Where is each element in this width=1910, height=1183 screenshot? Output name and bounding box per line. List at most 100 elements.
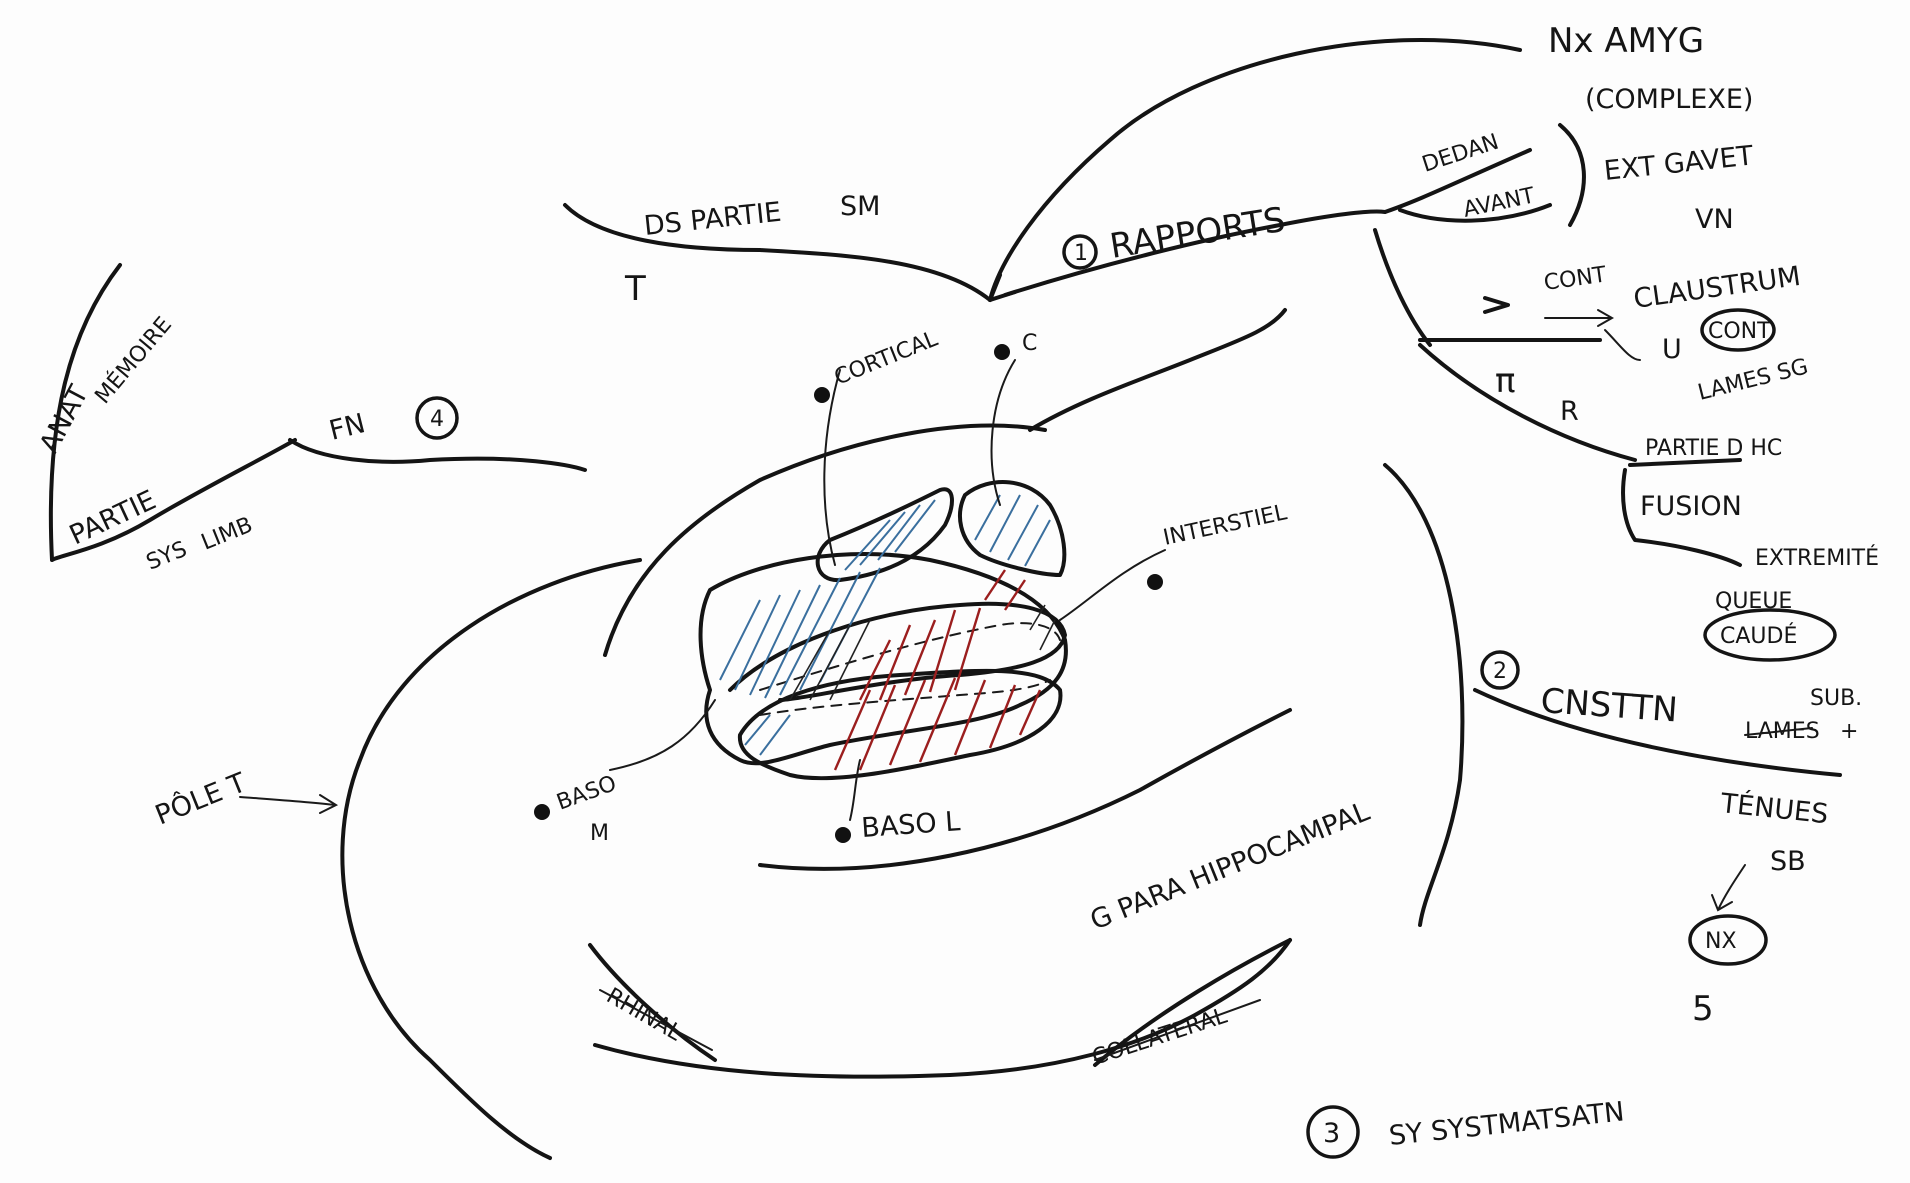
baso-l-dot <box>835 827 851 843</box>
fn-label: FN <box>326 408 368 447</box>
vn-label: VN <box>1695 204 1734 235</box>
constitution-label: CNSTTN <box>1539 681 1679 730</box>
cortical-nucleus-shape <box>815 487 954 583</box>
branches <box>48 38 1842 912</box>
partie-label: PARTIE <box>65 485 161 552</box>
circle-4 <box>415 396 459 440</box>
fn-branch <box>288 438 587 472</box>
caude-circle <box>1703 608 1837 662</box>
sm-label: SM <box>840 191 880 222</box>
r-label: R <box>1560 396 1579 427</box>
anat-branch <box>48 263 297 562</box>
number-circles <box>415 234 1837 1159</box>
sub-label: SUB. <box>1810 686 1862 711</box>
right-outline <box>1383 463 1465 927</box>
baso-m-leader <box>609 699 716 771</box>
partie-line <box>1418 343 1637 462</box>
systematisation-label: SY SYSTMATSATN <box>1387 1096 1625 1152</box>
interstitiel-label: INTERSTIEL <box>1161 500 1290 551</box>
central-dot <box>994 344 1010 360</box>
inner-dashed-line-2 <box>759 679 1051 716</box>
claustrum-label: CLAUSTRUM <box>1632 261 1803 315</box>
rhinal-strike <box>599 989 713 1051</box>
cont-arrow <box>1544 309 1615 327</box>
ext-gavet-label: EXT GAVET <box>1602 140 1755 187</box>
memoire-label: MÉMOIRE <box>90 312 177 409</box>
interstitial-leader <box>1059 549 1166 621</box>
rhinal-sulcus <box>588 943 717 1062</box>
dark-hatching <box>789 604 1056 701</box>
c-label: C <box>1022 331 1037 356</box>
caude-label: CAUDÉ <box>1720 623 1797 649</box>
constitution-branch <box>1473 688 1842 777</box>
fusion-box <box>1621 468 1742 567</box>
basal-nucleus-shape <box>728 601 1067 702</box>
pole-t-label: PÔLE T <box>151 766 251 831</box>
blue-hatching <box>719 494 1051 756</box>
pi-label: π <box>1495 361 1515 401</box>
basomedial-nucleus-shape <box>737 668 1063 781</box>
avant-branch <box>1398 203 1552 223</box>
g-para-label: G PARA HIPPOCAMPAL <box>1086 796 1374 936</box>
cont-label: CONT <box>1542 262 1608 296</box>
fusion-label: FUSION <box>1640 491 1742 522</box>
partie-hc-label: PARTIE D HC <box>1645 436 1782 461</box>
inner-lower-outline <box>758 708 1292 871</box>
red-hatching <box>833 569 1042 771</box>
rapports-num: 1 <box>1074 241 1088 266</box>
nx-amyg-label: Nx AMYG <box>1548 21 1704 61</box>
constitution-num: 2 <box>1493 659 1507 684</box>
nx-label: NX <box>1705 929 1737 954</box>
queue-label: QUEUE <box>1715 589 1792 614</box>
dedans-label: DEDAN <box>1419 130 1502 178</box>
amyg-arrow-head <box>988 273 1017 302</box>
fn-num: 4 <box>430 407 444 432</box>
pole-t-arrow <box>239 794 339 814</box>
upper-right-outline <box>1028 308 1287 432</box>
sys-label: SYS <box>143 537 191 576</box>
rapports-label: RAPPORTS <box>1107 200 1288 267</box>
circle-3 <box>1306 1105 1360 1159</box>
sb-label: SB <box>1770 846 1806 877</box>
bottom-outline <box>593 938 1292 1079</box>
plus-label: + <box>1840 719 1858 744</box>
amyg-arrow <box>988 38 1522 302</box>
inner-dashed-line <box>759 622 1061 691</box>
labels: Nx AMYG (COMPLEXE) DEDAN AVANT EXT GAVET… <box>34 21 1879 1152</box>
collateral-strike <box>1094 999 1261 1061</box>
avant-bracket <box>1558 123 1586 227</box>
rapports-down <box>1373 228 1432 347</box>
lamelles-sg-label: LAMES SG <box>1695 354 1810 406</box>
cont-circle <box>1700 308 1776 352</box>
pointer-dots <box>534 344 1166 843</box>
u-stroke <box>1604 329 1641 361</box>
baso-m-dot <box>534 804 550 820</box>
cortical-label: CORTICAL <box>831 326 942 390</box>
baso-l-leader <box>849 759 861 821</box>
cont2-label: CONT <box>1708 319 1771 344</box>
extremite-label: EXTREMITÉ <box>1755 545 1879 571</box>
lamelles-strike <box>1744 727 1813 736</box>
circle-2 <box>1480 650 1520 690</box>
limb-label: LIMB <box>198 513 256 556</box>
cortical-leader <box>823 369 841 566</box>
nx-circle <box>1688 914 1768 966</box>
brain-outline <box>340 308 1465 1160</box>
cortical-dot <box>814 387 830 403</box>
five-label: 5 <box>1692 989 1714 1029</box>
rhinal-label: RHINAL <box>602 984 686 1047</box>
baso-m-label-1: BASO <box>554 771 620 816</box>
dedans-branch <box>1383 148 1532 214</box>
central-nucleus-shape <box>958 480 1067 577</box>
amygdala-complex <box>698 480 1068 781</box>
partie-underline <box>1628 458 1742 467</box>
temporal-pole-outline <box>340 558 642 1160</box>
central-leader <box>990 359 1016 506</box>
inner-upper-outline <box>603 423 1047 657</box>
interstitial-dot <box>1147 574 1163 590</box>
complexe-label: (COMPLEXE) <box>1585 84 1753 115</box>
baso-m-label-2: M <box>590 821 609 846</box>
systematisation-num: 3 <box>1323 1118 1340 1149</box>
